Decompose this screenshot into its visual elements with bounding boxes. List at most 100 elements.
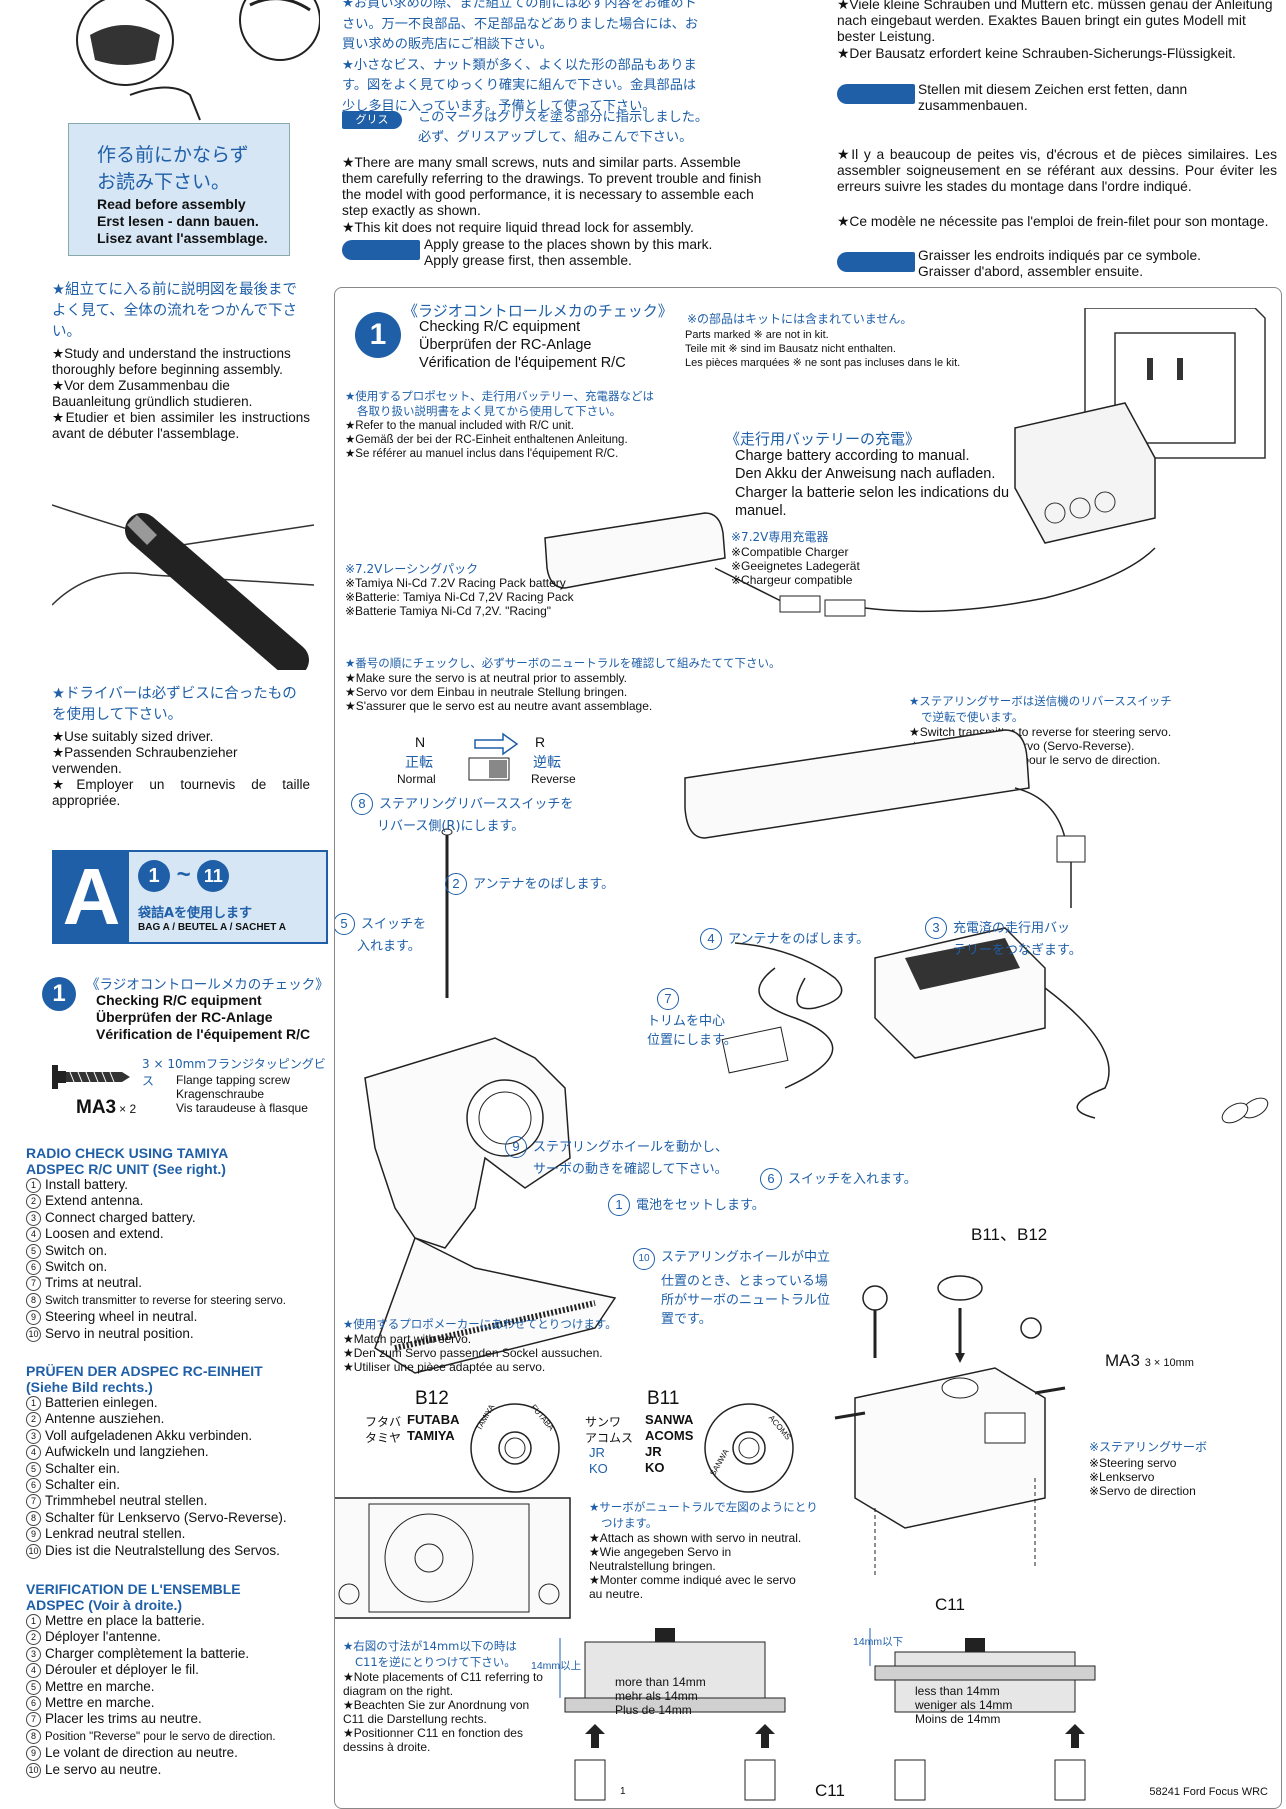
read-before-jp1: 作る前にかならず	[97, 144, 249, 166]
c11-note-en: ★Note placements of C11 referring to dia…	[343, 1670, 543, 1698]
part-ma3-text: MA3	[1105, 1351, 1140, 1370]
servo-more-than-14mm-drawing	[559, 1628, 786, 1801]
callout-3-jp2: テリーをつなぎます。	[953, 943, 1082, 958]
list-item-text: Position "Reverse" pour le servo de dire…	[45, 1730, 276, 1743]
part-ma3-size: 3 × 10mm	[1144, 1357, 1194, 1369]
list-item-number: 9	[26, 1310, 41, 1326]
callout-3-jp1: 充電済の走行用バッ	[953, 921, 1071, 936]
list-item-number: 5	[26, 1679, 41, 1695]
jp-line3: 買い求めの販売店にご相談下さい。	[342, 37, 553, 52]
c11-bottom: C11	[815, 1781, 845, 1800]
list-item-number: 1	[26, 1178, 41, 1193]
match-de: ★Den zum Servo passenden Sockel aussuche…	[343, 1346, 603, 1360]
list-item-number: 5	[26, 1243, 41, 1259]
callout-6-num: 6	[760, 1168, 782, 1190]
callout-5-num: 5	[335, 913, 355, 935]
screwdriver-illustration	[51, 485, 315, 677]
list-item-text: Charger complètement la batterie.	[45, 1645, 250, 1661]
fr-grease2: Graisser d'abord, assembler ensuite.	[918, 264, 1144, 279]
list-item-text: Trims at neutral.	[45, 1275, 143, 1291]
read-before-jp2: お読み下さい。	[97, 171, 231, 193]
attach-en: ★Attach as shown with servo in neutral.	[589, 1531, 802, 1545]
c11-label: C11	[935, 1595, 965, 1614]
radio-check-en: RADIO CHECK USING TAMIYA ADSPEC R/C UNIT…	[26, 1145, 326, 1342]
list-item-text: Mettre en marche.	[45, 1695, 155, 1711]
list-item-text: Le servo au neutre.	[45, 1761, 162, 1777]
charger-en: ※Compatible Charger	[731, 545, 849, 559]
flange-screw-icon	[52, 1065, 130, 1089]
callout-1-jp: 電池をセットします。	[636, 1198, 765, 1213]
list-item-number: 6	[26, 1478, 41, 1494]
grease-label-jp: グリス	[342, 111, 402, 129]
dim-more-fr: Plus de 14mm	[615, 1703, 692, 1717]
dim-more-jp: 14mm以上	[531, 1660, 582, 1672]
callout-9-num: 9	[505, 1136, 527, 1158]
screw-de: Kragenschraube	[176, 1087, 265, 1101]
radio-check-fr: VERIFICATION DE L'ENSEMBLE ADSPEC (Voir …	[26, 1581, 326, 1778]
callout-4-jp: アンテナをのばします。	[728, 932, 870, 947]
servo-less-than-14mm-drawing	[869, 1628, 1096, 1801]
list-item-number: 9	[26, 1527, 41, 1543]
screw-size-jp: 3 × 10mmフランジタッピングビス	[142, 1057, 326, 1088]
fr-para1: ★Il y a beaucoup de peites vis, d'écrous…	[837, 147, 1277, 194]
list-item-number: 2	[26, 1630, 41, 1646]
switch-n-en: Normal	[397, 772, 436, 786]
bag-en: BAG A / BEUTEL A / SACHET A	[138, 922, 286, 933]
c11-note-fr: ★Positionner C11 en fonction des dessins…	[343, 1726, 523, 1754]
not-incl-jp: ※の部品はキットには含まれていません。	[687, 312, 913, 326]
b11-brand2: ACOMS	[645, 1428, 694, 1443]
attach-fr: ★Monter comme indiqué avec le servo au n…	[589, 1573, 796, 1601]
de-para1: ★Viele kleine Schrauben und Muttern etc.…	[837, 0, 1273, 44]
study-block: ★組立てに入る前に説明図を最後までよく見て、全体の流れをつかんで下さい。 ★St…	[52, 280, 310, 442]
jp-line4: ★小さなビス、ナット類が多く、よく以た形の部品もありま	[342, 57, 697, 73]
list-item-text: Steering wheel in neutral.	[45, 1309, 198, 1325]
bag-range: 1 ~ 11	[138, 860, 230, 892]
study-fr: ★Etudier et bien assimiler les instructi…	[52, 410, 310, 441]
page-mark: 1	[620, 1786, 626, 1797]
reverse-jp1: ★ステアリングサーボは送信機のリバーススイッチ	[909, 694, 1172, 708]
manual-fr: ★Se référer au manuel inclus dans l'équi…	[345, 448, 619, 460]
b11-brand4b: KO	[645, 1460, 665, 1475]
grease-jp1: このマークはグリスを塗る部分に指示しました。	[418, 110, 709, 125]
jp-line2: さい。万一不良部品、不足部品などありました場合には、お	[342, 16, 699, 32]
charger-jp: ※7.2V専用充電器	[731, 530, 829, 544]
callout-3-num: 3	[925, 917, 947, 939]
reverse-jp2: で逆転で使います。	[921, 710, 1024, 724]
b11-brand4: KO	[589, 1461, 608, 1476]
bag-range-sep: ~	[176, 861, 191, 888]
driver-de: ★Passenden Schraubenzieher verwenden.	[52, 745, 238, 776]
b11-brand1: SANWA	[645, 1412, 694, 1427]
servo-drawing	[834, 1275, 1066, 1578]
en-grease1: Apply grease to the places shown by this…	[424, 237, 713, 252]
match-jp: ★使用するプロポメーカーにあわせてとりつけます。	[343, 1317, 617, 1331]
match-fr: ★Utiliser une pièce adaptée au servo.	[343, 1360, 546, 1374]
attach-jp2: つけます。	[601, 1516, 658, 1530]
callout-7-jp2: 位置にします。	[647, 1033, 737, 1048]
grease-mark-fr	[837, 252, 915, 272]
pack-fr: ※Batterie Tamiya Ni-Cd 7,2V. "Racing"	[345, 604, 551, 618]
callout-2-num: 2	[445, 873, 467, 895]
list-item-number: 4	[26, 1227, 41, 1243]
list-item-text: Schalter für Lenkservo (Servo-Reverse).	[45, 1509, 287, 1525]
callout-7: 7 トリムを中心 位置にします。	[647, 988, 737, 1048]
charge-jp: 《走行用バッテリーの充電》	[725, 430, 921, 448]
radio-check-fr-title: VERIFICATION DE L'ENSEMBLE ADSPEC (Voir …	[26, 1581, 241, 1613]
callout-5-jp2: 入れます。	[357, 939, 421, 954]
bag-letter: A	[54, 852, 129, 942]
